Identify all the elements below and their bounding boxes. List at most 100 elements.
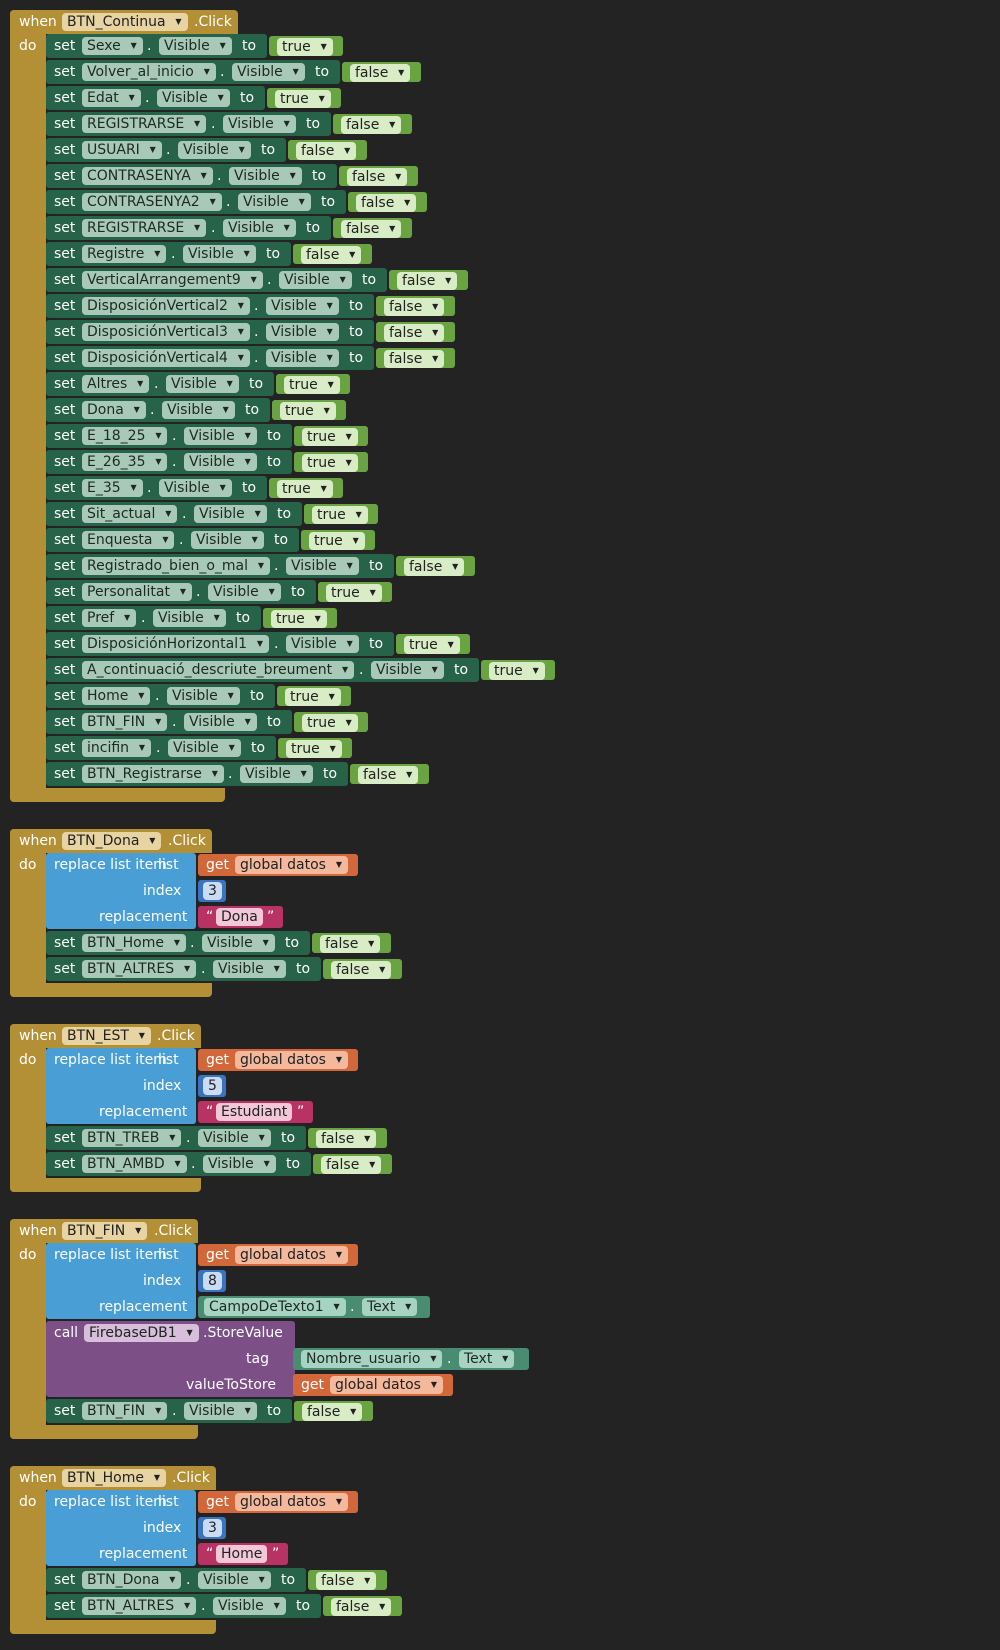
component-dropdown[interactable]: Edat [82, 89, 141, 107]
property-dropdown[interactable]: Visible [202, 934, 275, 952]
index-number-field[interactable]: 5 [203, 1077, 222, 1095]
component-dropdown[interactable]: Altres [82, 375, 150, 393]
component-dropdown[interactable]: Registrado_bien_o_mal [82, 557, 270, 575]
boolean-dropdown[interactable]: false [296, 142, 357, 160]
property-dropdown[interactable]: Text [459, 1350, 515, 1368]
property-dropdown[interactable]: Visible [168, 739, 241, 757]
property-dropdown[interactable]: Visible [223, 115, 296, 133]
boolean-dropdown[interactable]: true [275, 90, 331, 108]
boolean-dropdown[interactable]: false [341, 116, 402, 134]
component-dropdown[interactable]: BTN_Dona [82, 1571, 182, 1589]
component-dropdown[interactable]: USUARI [82, 141, 162, 159]
component-dropdown[interactable]: DisposiciónVertical2 [82, 297, 250, 315]
boolean-dropdown[interactable]: true [284, 376, 340, 394]
component-dropdown[interactable]: REGISTRARSE [82, 219, 207, 237]
boolean-dropdown[interactable]: false [321, 1156, 382, 1174]
boolean-dropdown[interactable]: false [331, 961, 392, 979]
boolean-dropdown[interactable]: false [384, 350, 445, 368]
property-dropdown[interactable]: Visible [279, 271, 352, 289]
set-block[interactable] [46, 684, 275, 708]
property-dropdown[interactable]: Visible [184, 1402, 257, 1420]
event-block-btn-continua[interactable] [10, 10, 46, 802]
property-dropdown[interactable]: Visible [159, 37, 232, 55]
component-dropdown[interactable]: DisposiciónHorizontal1 [82, 635, 270, 653]
property-dropdown[interactable]: Visible [266, 349, 339, 367]
property-dropdown[interactable]: Visible [238, 193, 311, 211]
property-dropdown[interactable]: Visible [184, 427, 257, 445]
event-component-dropdown[interactable]: BTN_FIN [62, 1222, 148, 1240]
variable-dropdown[interactable]: global datos [235, 1051, 348, 1069]
boolean-dropdown[interactable]: false [302, 1403, 363, 1421]
event-component-dropdown[interactable]: BTN_Continua [62, 13, 188, 31]
boolean-dropdown[interactable]: true [277, 38, 333, 56]
boolean-dropdown[interactable]: false [350, 64, 411, 82]
text-value-field[interactable]: Home [216, 1545, 268, 1563]
property-dropdown[interactable]: Visible [157, 89, 230, 107]
boolean-dropdown[interactable]: true [271, 610, 327, 628]
event-component-dropdown[interactable]: BTN_Dona [62, 832, 162, 850]
property-dropdown[interactable]: Visible [167, 687, 240, 705]
component-dropdown[interactable]: BTN_ALTRES [82, 960, 197, 978]
index-number-field[interactable]: 8 [203, 1272, 222, 1290]
variable-dropdown[interactable]: global datos [235, 1493, 348, 1511]
property-dropdown[interactable]: Visible [213, 1597, 286, 1615]
boolean-dropdown[interactable]: false [316, 1572, 377, 1590]
component-dropdown[interactable]: Sit_actual [82, 505, 178, 523]
replace-list-item-block[interactable] [46, 853, 196, 929]
set-block[interactable] [46, 86, 265, 110]
boolean-dropdown[interactable]: true [285, 688, 341, 706]
boolean-dropdown[interactable]: true [302, 714, 358, 732]
property-dropdown[interactable]: Visible [213, 960, 286, 978]
variable-dropdown[interactable]: global datos [330, 1376, 443, 1394]
boolean-dropdown[interactable]: false [358, 766, 419, 784]
property-dropdown[interactable]: Visible [183, 245, 256, 263]
component-dropdown[interactable]: Volver_al_inicio [82, 63, 216, 81]
property-dropdown[interactable]: Visible [203, 1155, 276, 1173]
variable-dropdown[interactable]: global datos [235, 1246, 348, 1264]
replace-list-item-block[interactable] [46, 1490, 196, 1566]
index-number-field[interactable]: 3 [203, 1519, 222, 1537]
property-dropdown[interactable]: Visible [198, 1571, 271, 1589]
event-block-btn-dona[interactable] [10, 829, 46, 997]
event-block-btn-fin[interactable] [10, 1219, 46, 1439]
boolean-dropdown[interactable]: false [301, 246, 362, 264]
event-block-btn-home[interactable] [10, 1466, 46, 1634]
text-value-field[interactable]: Dona [216, 908, 263, 926]
property-dropdown[interactable]: Visible [286, 557, 359, 575]
event-component-dropdown[interactable]: BTN_EST [62, 1027, 151, 1045]
component-dropdown[interactable]: Dona [82, 401, 146, 419]
property-dropdown[interactable]: Visible [266, 297, 339, 315]
property-dropdown[interactable]: Visible [191, 531, 264, 549]
set-block[interactable] [46, 34, 267, 58]
boolean-dropdown[interactable]: true [286, 740, 342, 758]
variable-dropdown[interactable]: global datos [235, 856, 348, 874]
component-dropdown[interactable]: E_26_35 [82, 453, 168, 471]
property-dropdown[interactable]: Visible [198, 1129, 271, 1147]
property-dropdown[interactable]: Visible [153, 609, 226, 627]
boolean-dropdown[interactable]: false [316, 1130, 377, 1148]
component-dropdown[interactable]: E_18_25 [82, 427, 168, 445]
boolean-dropdown[interactable]: false [347, 168, 408, 186]
boolean-dropdown[interactable]: false [356, 194, 417, 212]
boolean-dropdown[interactable]: false [331, 1598, 392, 1616]
property-dropdown[interactable]: Visible [371, 661, 444, 679]
replace-list-item-block[interactable] [46, 1048, 196, 1124]
component-dropdown[interactable]: Home [82, 687, 151, 705]
replace-list-item-block[interactable] [46, 1243, 196, 1319]
property-dropdown[interactable]: Visible [184, 713, 257, 731]
component-dropdown[interactable]: BTN_Registrarse [82, 765, 224, 783]
property-dropdown[interactable]: Visible [229, 167, 302, 185]
boolean-dropdown[interactable]: false [384, 298, 445, 316]
boolean-dropdown[interactable]: true [277, 480, 333, 498]
boolean-dropdown[interactable]: false [384, 324, 445, 342]
component-dropdown[interactable]: REGISTRARSE [82, 115, 207, 133]
set-block[interactable] [46, 736, 276, 760]
component-dropdown[interactable]: FirebaseDB1 [84, 1324, 199, 1342]
component-dropdown[interactable]: DisposiciónVertical4 [82, 349, 250, 367]
boolean-dropdown[interactable]: true [404, 636, 460, 654]
component-dropdown[interactable]: BTN_FIN [82, 713, 168, 731]
component-dropdown[interactable]: Enquesta [82, 531, 175, 549]
component-dropdown[interactable]: BTN_FIN [82, 1402, 168, 1420]
boolean-dropdown[interactable]: true [326, 584, 382, 602]
property-dropdown[interactable]: Visible [223, 219, 296, 237]
